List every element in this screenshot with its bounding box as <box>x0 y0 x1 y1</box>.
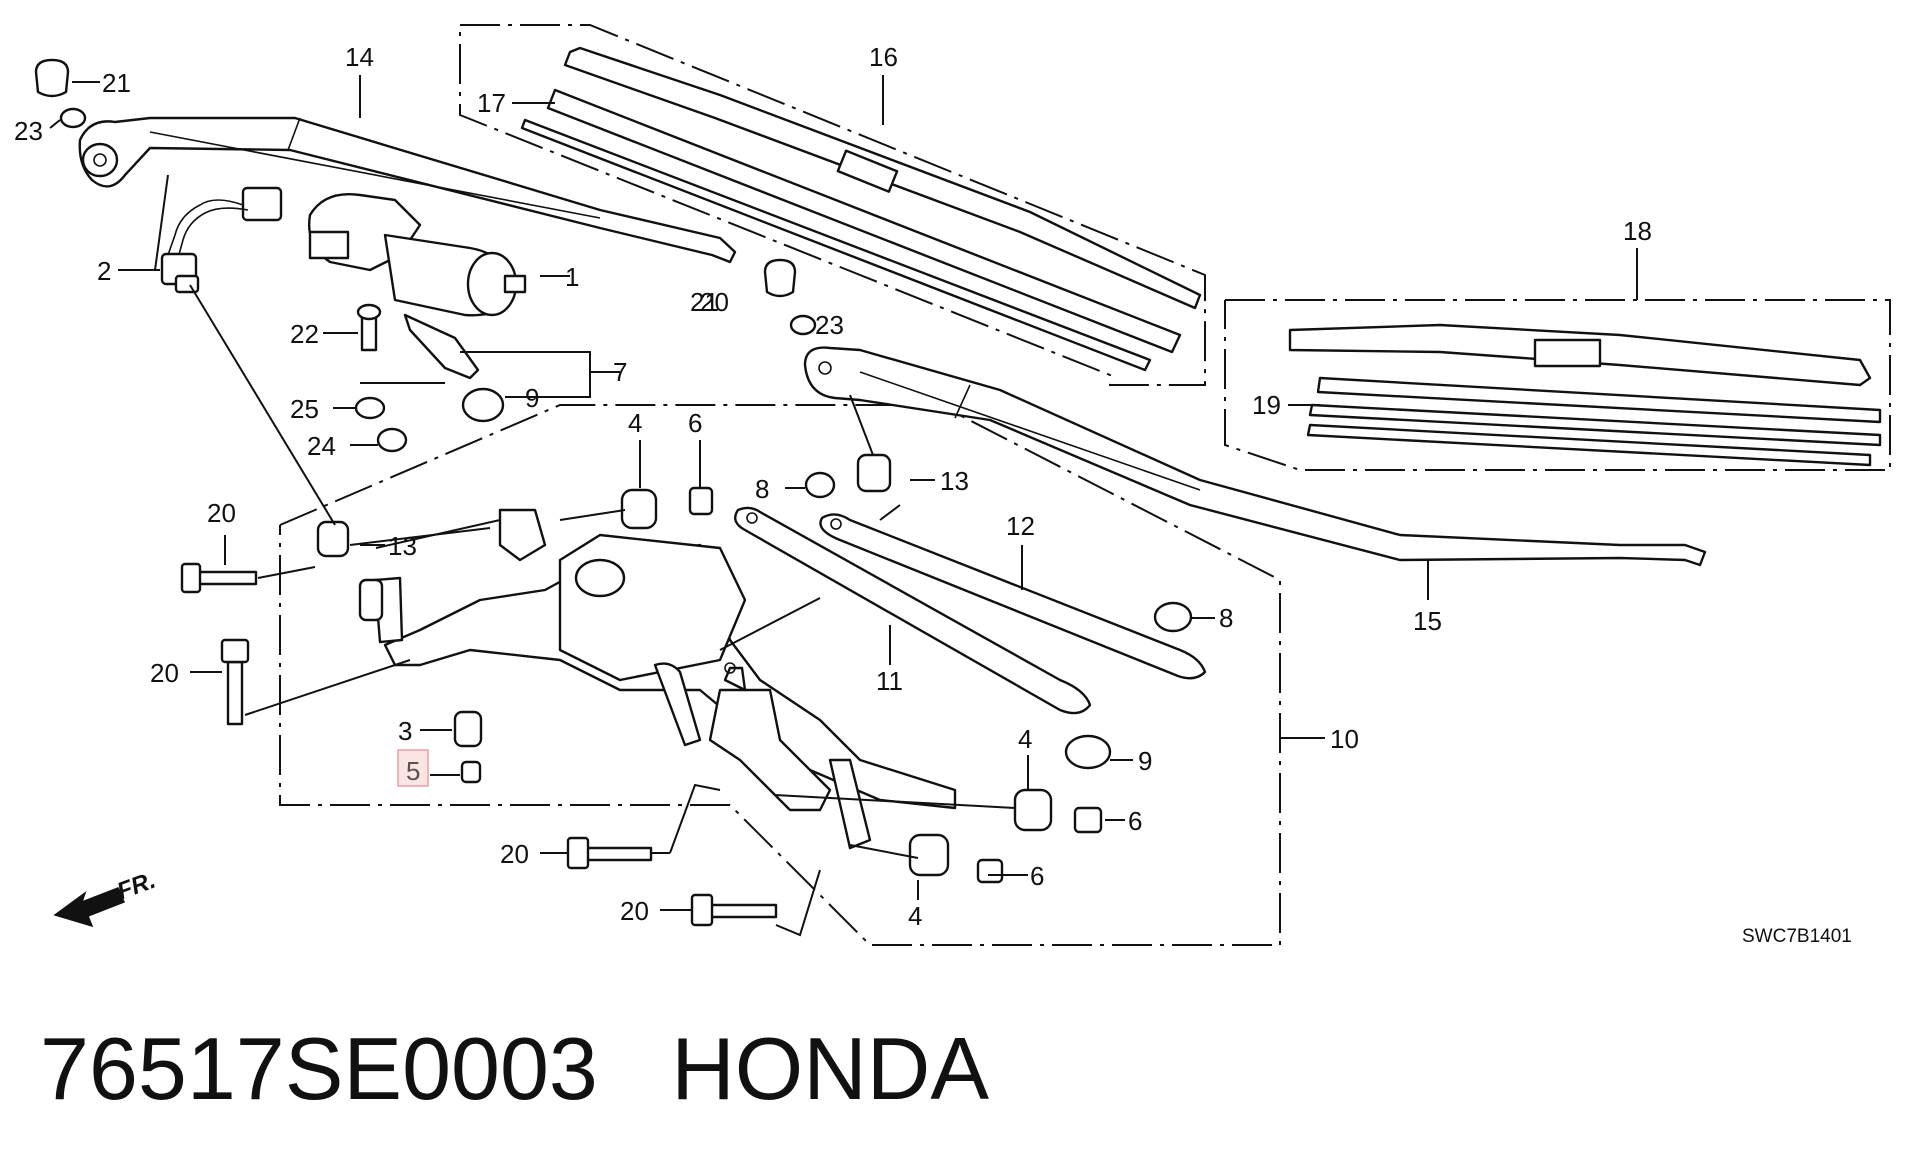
wiper-blade-right <box>1288 323 1882 467</box>
callout-label: 16 <box>869 42 898 72</box>
callout-label: 20 <box>150 658 179 688</box>
callout-label: 13 <box>940 466 969 496</box>
callout-label: 1 <box>565 262 579 292</box>
callout-label: 6 <box>688 408 702 438</box>
callout-label: 6 <box>1128 806 1142 836</box>
callout-label: 25 <box>290 394 319 424</box>
callout-label: 18 <box>1623 216 1652 246</box>
callout-label: 20 <box>700 287 729 317</box>
wiper-blade-left <box>520 46 1202 372</box>
callout-label: 22 <box>290 319 319 349</box>
callout-label: 23 <box>815 310 844 340</box>
leader-lines <box>49 75 1638 937</box>
callout-label: 7 <box>613 357 627 387</box>
callout-label: 4 <box>1018 724 1032 754</box>
callout-label: 21 <box>102 68 131 98</box>
link-rod-12 <box>819 513 1207 680</box>
callout-label: 24 <box>307 431 336 461</box>
callout-label: 21 <box>690 287 719 317</box>
callout-label: 20 <box>620 896 649 926</box>
callout-labels: 21 23 14 16 17 18 19 1 2 22 25 24 9 7 21… <box>14 42 1652 931</box>
callout-label: 11 <box>876 666 903 696</box>
callout-label: 10 <box>1330 724 1359 754</box>
wiper-motor <box>308 193 527 380</box>
callout-highlight-box <box>397 749 429 787</box>
wire-harness <box>160 186 283 294</box>
callout-label: 4 <box>628 408 642 438</box>
part-footer: 76517SE0003 HONDA <box>40 1018 989 1120</box>
front-arrow: FR. <box>53 867 160 928</box>
callout-label: 12 <box>1006 511 1035 541</box>
linkage-frame <box>358 508 957 850</box>
callout-label: 8 <box>1219 603 1233 633</box>
callout-label: 4 <box>908 901 922 931</box>
group-box-16 <box>459 24 1206 386</box>
callout-label: 20 <box>207 498 236 528</box>
callout-label: 19 <box>1252 390 1281 420</box>
callout-label: 8 <box>755 474 769 504</box>
callout-label: 9 <box>1138 746 1152 776</box>
front-arrow-label: FR. <box>114 867 160 906</box>
wiper-arm-right <box>803 346 1707 567</box>
callout-label: 9 <box>525 383 539 413</box>
drawing-code: SWC7B1401 <box>1742 926 1852 947</box>
wiper-arm-left <box>78 116 737 264</box>
callout-label: 17 <box>477 88 506 118</box>
part-number: 76517SE0003 <box>40 1019 598 1118</box>
callout-label: 6 <box>1030 861 1044 891</box>
callout-label: 2 <box>97 256 111 286</box>
callout-label: 3 <box>398 716 412 746</box>
small-fasteners <box>34 58 1193 927</box>
brand-name: HONDA <box>671 1019 990 1118</box>
group-box-18 <box>1224 299 1891 471</box>
link-rod-11 <box>734 506 1092 715</box>
callout-label: 13 <box>388 531 417 561</box>
callout-label: 15 <box>1413 606 1442 636</box>
callout-label: 23 <box>14 116 43 146</box>
group-box-10 <box>279 404 1281 946</box>
callout-label: 20 <box>500 839 529 869</box>
callout-label: 14 <box>345 42 374 72</box>
callout-label-highlighted: 5 <box>406 756 420 786</box>
